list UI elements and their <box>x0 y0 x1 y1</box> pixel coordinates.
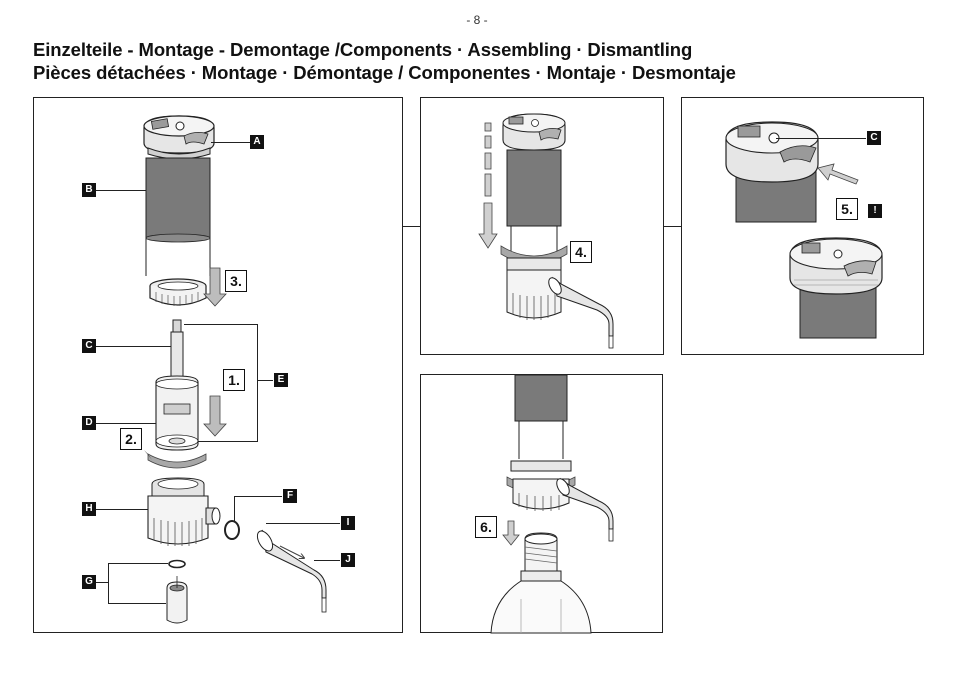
step-4-illustration <box>478 113 614 349</box>
components-illustration <box>143 115 327 624</box>
bottle-illustration <box>490 532 592 634</box>
leader-j <box>314 560 340 561</box>
leader-d <box>96 423 156 424</box>
label-e: E <box>274 373 288 387</box>
step-6-panel: 6. <box>420 374 663 634</box>
valve-assembled-closeup <box>789 237 883 339</box>
step-6: 6. <box>475 516 497 538</box>
label-g: G <box>82 575 96 589</box>
step-4-panel: 4. <box>420 97 664 355</box>
label-c: C <box>82 339 96 353</box>
leader-g-bot <box>108 603 166 604</box>
dispenser-illustration <box>500 113 614 349</box>
leader-g-vert <box>108 563 109 603</box>
intake-valve-illustration <box>166 576 188 624</box>
page-number: - 8 - <box>466 13 488 27</box>
leader-e-bot <box>198 441 258 442</box>
leader-f <box>234 496 282 497</box>
components-panel: A B C D E F G H I J 3. 1. 2. <box>33 97 403 633</box>
step-1: 1. <box>223 369 245 391</box>
leader-c <box>96 346 171 347</box>
valve-top-closeup <box>725 121 819 223</box>
label-j: J <box>341 553 355 567</box>
leader-i <box>266 523 340 524</box>
title-line-1: Einzelteile - Montage - Demontage /Compo… <box>33 39 693 60</box>
connector-line-1 <box>403 226 420 227</box>
seal-ring-illustration <box>224 520 240 540</box>
step-5-panel: C 5. ! <box>681 97 924 355</box>
label-d: D <box>82 416 96 430</box>
leader-e-vert <box>257 324 258 442</box>
label-i: I <box>341 516 355 530</box>
cylinder-illustration <box>145 157 211 276</box>
leader-e-mid <box>257 380 273 381</box>
step-1-arrow <box>203 395 227 437</box>
label-f: F <box>283 489 297 503</box>
leader-g-tag <box>96 582 108 583</box>
step-6-arrow <box>502 520 520 546</box>
leader-f-vert <box>234 496 235 521</box>
step-6-illustration <box>490 375 614 634</box>
connector-line-2 <box>664 226 681 227</box>
label-b: B <box>82 183 96 197</box>
step-3-arrow <box>203 267 227 307</box>
leader-c-closeup <box>776 138 866 139</box>
retaining-ring-illustration <box>149 278 207 306</box>
step-2: 2. <box>120 428 142 450</box>
step-5-illustration <box>725 121 883 339</box>
leader-a <box>211 142 250 143</box>
page-title: Einzelteile - Montage - Demontage /Compo… <box>33 38 736 84</box>
step-5: 5. <box>836 198 858 220</box>
small-o-ring-illustration <box>168 559 186 569</box>
dispenser-lower-illustration <box>506 375 614 542</box>
title-line-2: Pièces détachées · Montage · Démontage /… <box>33 62 736 83</box>
leader-e-top <box>184 324 258 325</box>
warning-label: ! <box>868 204 882 218</box>
insert-arrow <box>817 163 859 185</box>
label-a: A <box>250 135 264 149</box>
discharge-tube-illustration <box>256 529 327 613</box>
label-c-closeup: C <box>867 131 881 145</box>
label-h: H <box>82 502 96 516</box>
step-4: 4. <box>570 241 592 263</box>
leader-b <box>96 190 146 191</box>
step-3: 3. <box>225 270 247 292</box>
dashed-down-arrow <box>478 122 498 249</box>
leader-g-top <box>108 563 168 564</box>
valve-cap-illustration <box>143 115 215 160</box>
valve-housing-illustration <box>147 477 221 546</box>
piston-illustration <box>144 319 207 469</box>
leader-h <box>96 509 148 510</box>
